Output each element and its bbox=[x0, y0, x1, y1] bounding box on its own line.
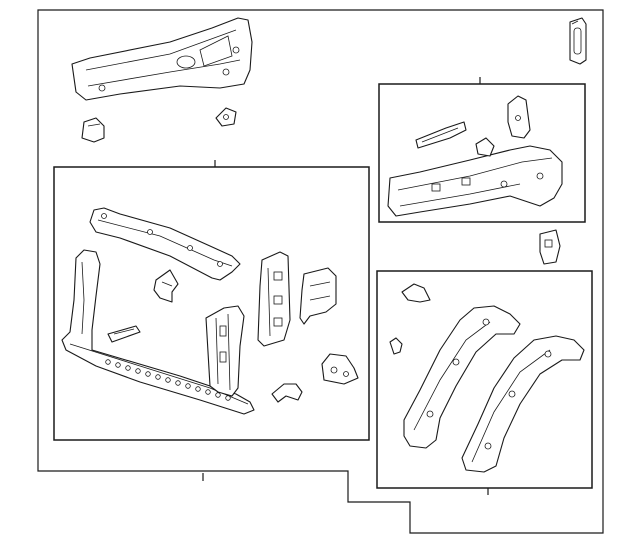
wheelhouse-clip bbox=[389, 337, 403, 355]
radiator-bracket-small bbox=[153, 269, 179, 303]
radiator-side-support bbox=[205, 305, 245, 397]
wheelhouse-front bbox=[403, 305, 521, 449]
bracket-hook bbox=[271, 383, 303, 403]
frame-hole-row bbox=[105, 359, 231, 401]
apron-clip bbox=[475, 137, 495, 157]
radiator-support-frame bbox=[61, 249, 255, 415]
diagram-outer-border bbox=[37, 9, 604, 534]
radiator-lower-clip bbox=[107, 325, 141, 343]
wheelhouse-rear bbox=[461, 335, 585, 473]
radiator-shield-panel bbox=[299, 267, 337, 325]
radiator-upper-tie-bar bbox=[89, 207, 241, 281]
upper-apron-reinforcement-left bbox=[71, 17, 253, 101]
small-bracket-left-b bbox=[215, 107, 237, 127]
apron-lower-bracket bbox=[539, 229, 561, 265]
bracket-mount-block bbox=[321, 353, 359, 385]
small-bracket-top-right bbox=[569, 17, 587, 65]
headlamp-mount-plate bbox=[257, 251, 291, 347]
small-bracket-left-a bbox=[81, 117, 105, 143]
apron-bracket-top bbox=[507, 95, 531, 139]
apron-strap bbox=[415, 121, 467, 149]
wheelhouse-bracket bbox=[401, 283, 431, 303]
